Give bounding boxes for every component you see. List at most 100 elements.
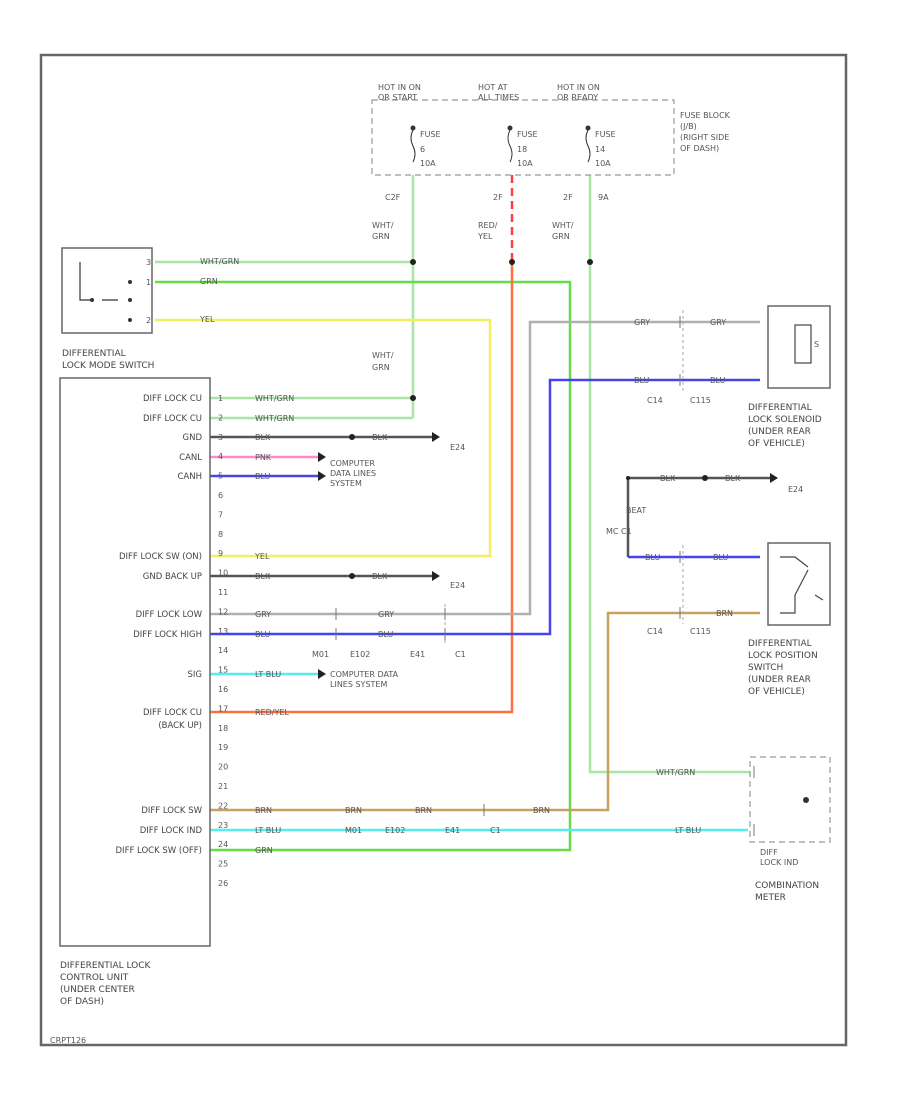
wire-brn xyxy=(210,611,760,812)
cu-pin-number: 6 xyxy=(218,491,223,500)
text-line: DIFF xyxy=(760,848,778,857)
ground-e24-2: E24 xyxy=(450,581,465,590)
position-wire-brn: BRN xyxy=(716,609,733,618)
mode-switch-wire-yel: YEL xyxy=(199,315,215,324)
position-switch-blade xyxy=(780,556,824,614)
cu-pin-number: 12 xyxy=(218,607,228,616)
solenoid-wire-blu-2: BLU xyxy=(710,376,726,385)
cu-pin-number: 10 xyxy=(218,569,228,578)
mode-switch-blade xyxy=(79,262,118,301)
text-line: DIFF LOCK CU xyxy=(143,708,202,718)
solenoid-wire-gry-2: GRY xyxy=(710,318,726,327)
text-line: HOT IN ON xyxy=(378,83,421,92)
position-wire-blk-1: BLK xyxy=(660,474,676,483)
fuse-block-box xyxy=(371,99,675,176)
fuse-6-label: FUSE xyxy=(420,130,441,139)
text-line: (UNDER REAR xyxy=(748,675,811,685)
wire-label-9: YEL xyxy=(254,552,270,561)
cu-pin-number: 7 xyxy=(218,510,223,519)
control-unit-pins: 1234567891011121314151617181920212223242… xyxy=(218,394,228,888)
cu-pin-number: 17 xyxy=(218,704,228,713)
mode-switch-pin-1: 1 xyxy=(146,278,151,287)
text-line: RED/ xyxy=(478,221,498,230)
fuse-18-dot xyxy=(507,125,513,131)
conn-c115-top: C115 xyxy=(690,396,711,405)
text-line: (J/B) xyxy=(680,122,697,131)
fuse-14-number: 14 xyxy=(595,145,605,154)
cu-pin-number: 20 xyxy=(218,763,228,772)
cu-label-1: DIFF LOCK CU xyxy=(143,394,202,404)
cu-label-20: DIFF LOCK SW xyxy=(141,806,202,816)
wire-label-3b: BLK xyxy=(372,433,388,442)
fuse-18-wire: RED/YEL xyxy=(477,221,498,241)
wire-blu-high xyxy=(210,378,760,636)
text-line: (UNDER CENTER xyxy=(60,985,135,995)
conn-e102-b: E102 xyxy=(385,826,405,835)
cu-pin-number: 4 xyxy=(218,452,223,461)
cu-label-4: CANL xyxy=(179,453,202,463)
wire-label-20b: BRN xyxy=(345,806,362,815)
solenoid-coil-icon xyxy=(794,324,812,364)
fuse-14-symbol xyxy=(585,129,591,163)
ground-arrows xyxy=(318,432,778,679)
wire-label-10b: BLK xyxy=(372,572,388,581)
mode-switch-wire-wht-grn: WHT/GRN xyxy=(200,257,239,266)
text-line: OF DASH) xyxy=(680,144,719,153)
splice-dot xyxy=(349,434,355,440)
conn-c1: C1 xyxy=(455,650,466,659)
conn-c115-bot: C115 xyxy=(690,627,711,636)
ground-e24-1: E24 xyxy=(450,443,465,452)
position-switch-box xyxy=(767,542,831,626)
cu-pin-number: 13 xyxy=(218,627,228,636)
mode-switch-pin-3: 3 xyxy=(146,258,151,267)
cu-pin-number: 18 xyxy=(218,724,228,733)
conn-m01: M01 xyxy=(312,650,329,659)
text-line: LOCK MODE SWITCH xyxy=(62,361,154,371)
wire-gry-low xyxy=(210,320,760,616)
splice-dot xyxy=(410,395,416,401)
text-line: OF VEHICLE) xyxy=(748,687,805,697)
fuse-6-wire: WHT/GRN xyxy=(372,221,394,241)
arrow-can-3 xyxy=(318,669,326,679)
cu-pin-number: 22 xyxy=(218,801,228,810)
arrow-e24-1 xyxy=(432,432,440,442)
text-line: GRN xyxy=(372,363,390,372)
text-line: (BACK UP) xyxy=(158,721,202,731)
conn-e41-b: E41 xyxy=(445,826,460,835)
text-line: LOCK POSITION xyxy=(748,651,818,661)
inline-connector-mark xyxy=(335,316,755,836)
fuse-14-pin: 9A xyxy=(598,193,609,202)
cu-label-2: DIFF LOCK CU xyxy=(143,414,202,424)
wire-yel xyxy=(155,318,492,558)
mode-switch-contact xyxy=(128,318,132,322)
cu-label-11: DIFF LOCK LOW xyxy=(136,610,203,620)
cu-label-13: SIG xyxy=(188,670,203,680)
cu-wire-labels: WHT/GRN WHT/GRN BLK BLK PNK BLU YEL BLK … xyxy=(254,394,550,855)
ground-e24-3: E24 xyxy=(788,485,803,494)
cu-pin-number: 11 xyxy=(218,588,228,597)
fuse-18-number: 18 xyxy=(517,145,527,154)
mode-switch-contacts xyxy=(90,280,132,322)
text-line: DATA LINES xyxy=(330,469,376,478)
text-line: OF VEHICLE) xyxy=(748,439,805,449)
cu-pin-number: 2 xyxy=(218,413,223,422)
conn-e41: E41 xyxy=(410,650,425,659)
cu-pin-number: 5 xyxy=(218,472,223,481)
cu-pin-number: 21 xyxy=(218,782,228,791)
text-line: (UNDER REAR xyxy=(748,427,811,437)
arrow-e24-2 xyxy=(432,571,440,581)
mode-switch-wire-grn: GRN xyxy=(200,277,218,286)
splice-dots xyxy=(349,259,708,579)
solenoid-coil-label: S xyxy=(814,340,819,349)
conn-m01-b: M01 xyxy=(345,826,362,835)
position-wire-blu-4: BLU xyxy=(713,553,729,562)
text-line: GRN xyxy=(372,232,390,241)
cu-pin-number: 8 xyxy=(218,530,223,539)
wire-wht-grn-fuse14 xyxy=(588,175,750,774)
